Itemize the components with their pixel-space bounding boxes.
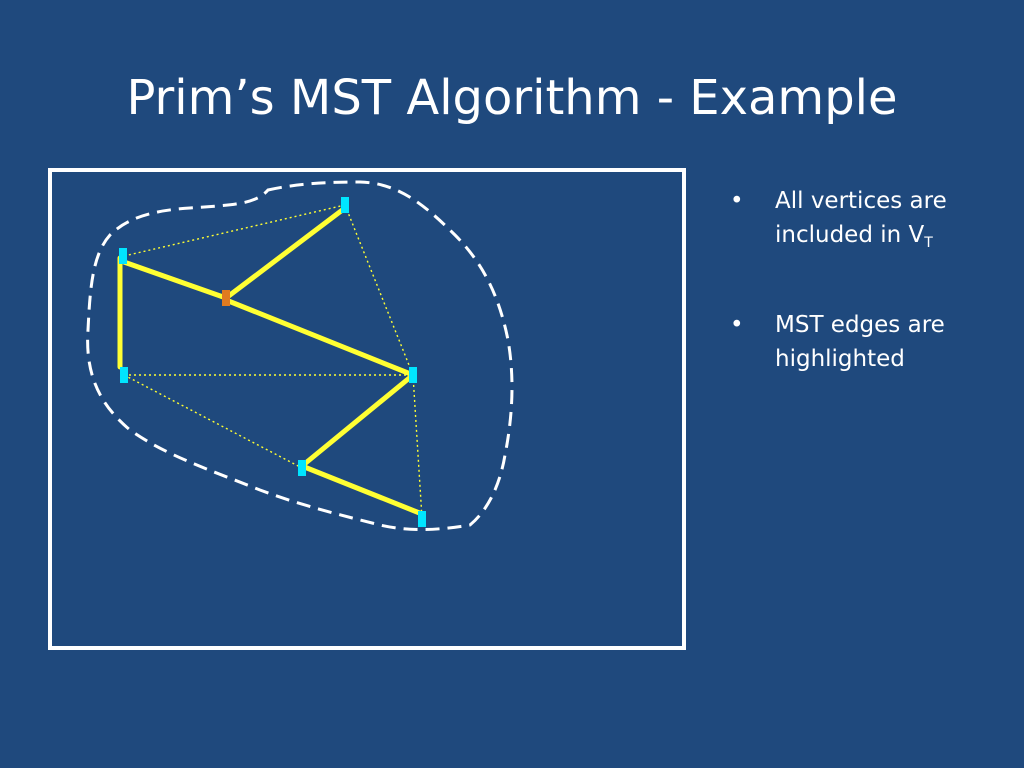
bullet-item: • MST edges are highlighted [730,308,1010,376]
vertex [418,511,426,527]
vertex [341,197,349,213]
vertex [298,460,306,476]
non-mst-edges [123,204,423,519]
diagram-frame [48,168,686,650]
vertex [409,367,417,383]
bullet-text: All vertices are included in V [775,188,947,248]
vertex-set-boundary [86,180,514,531]
vertex [120,367,128,383]
start-vertex [222,290,230,306]
bullet-subscript: T [924,235,933,251]
mst-edges [117,205,425,517]
vertices [119,197,426,527]
bullet-text: MST edges are highlighted [775,312,945,372]
vertex [119,248,127,264]
non-mst-edge [123,374,303,469]
bullet-list: • All vertices are included in VT • MST … [730,184,1010,424]
bullet-item: • All vertices are included in VT [730,184,1010,260]
mst-edge [223,205,348,301]
non-mst-edge [344,204,414,376]
bullet-symbol: • [730,312,744,338]
mst-edge [299,463,425,517]
mst-edge [299,372,416,469]
non-mst-edge [412,374,423,519]
bullet-symbol: • [730,188,744,214]
mst-edge [121,259,229,301]
mst-edge [223,297,416,378]
slide-title: Prim’s MST Algorithm - Example [126,70,898,126]
